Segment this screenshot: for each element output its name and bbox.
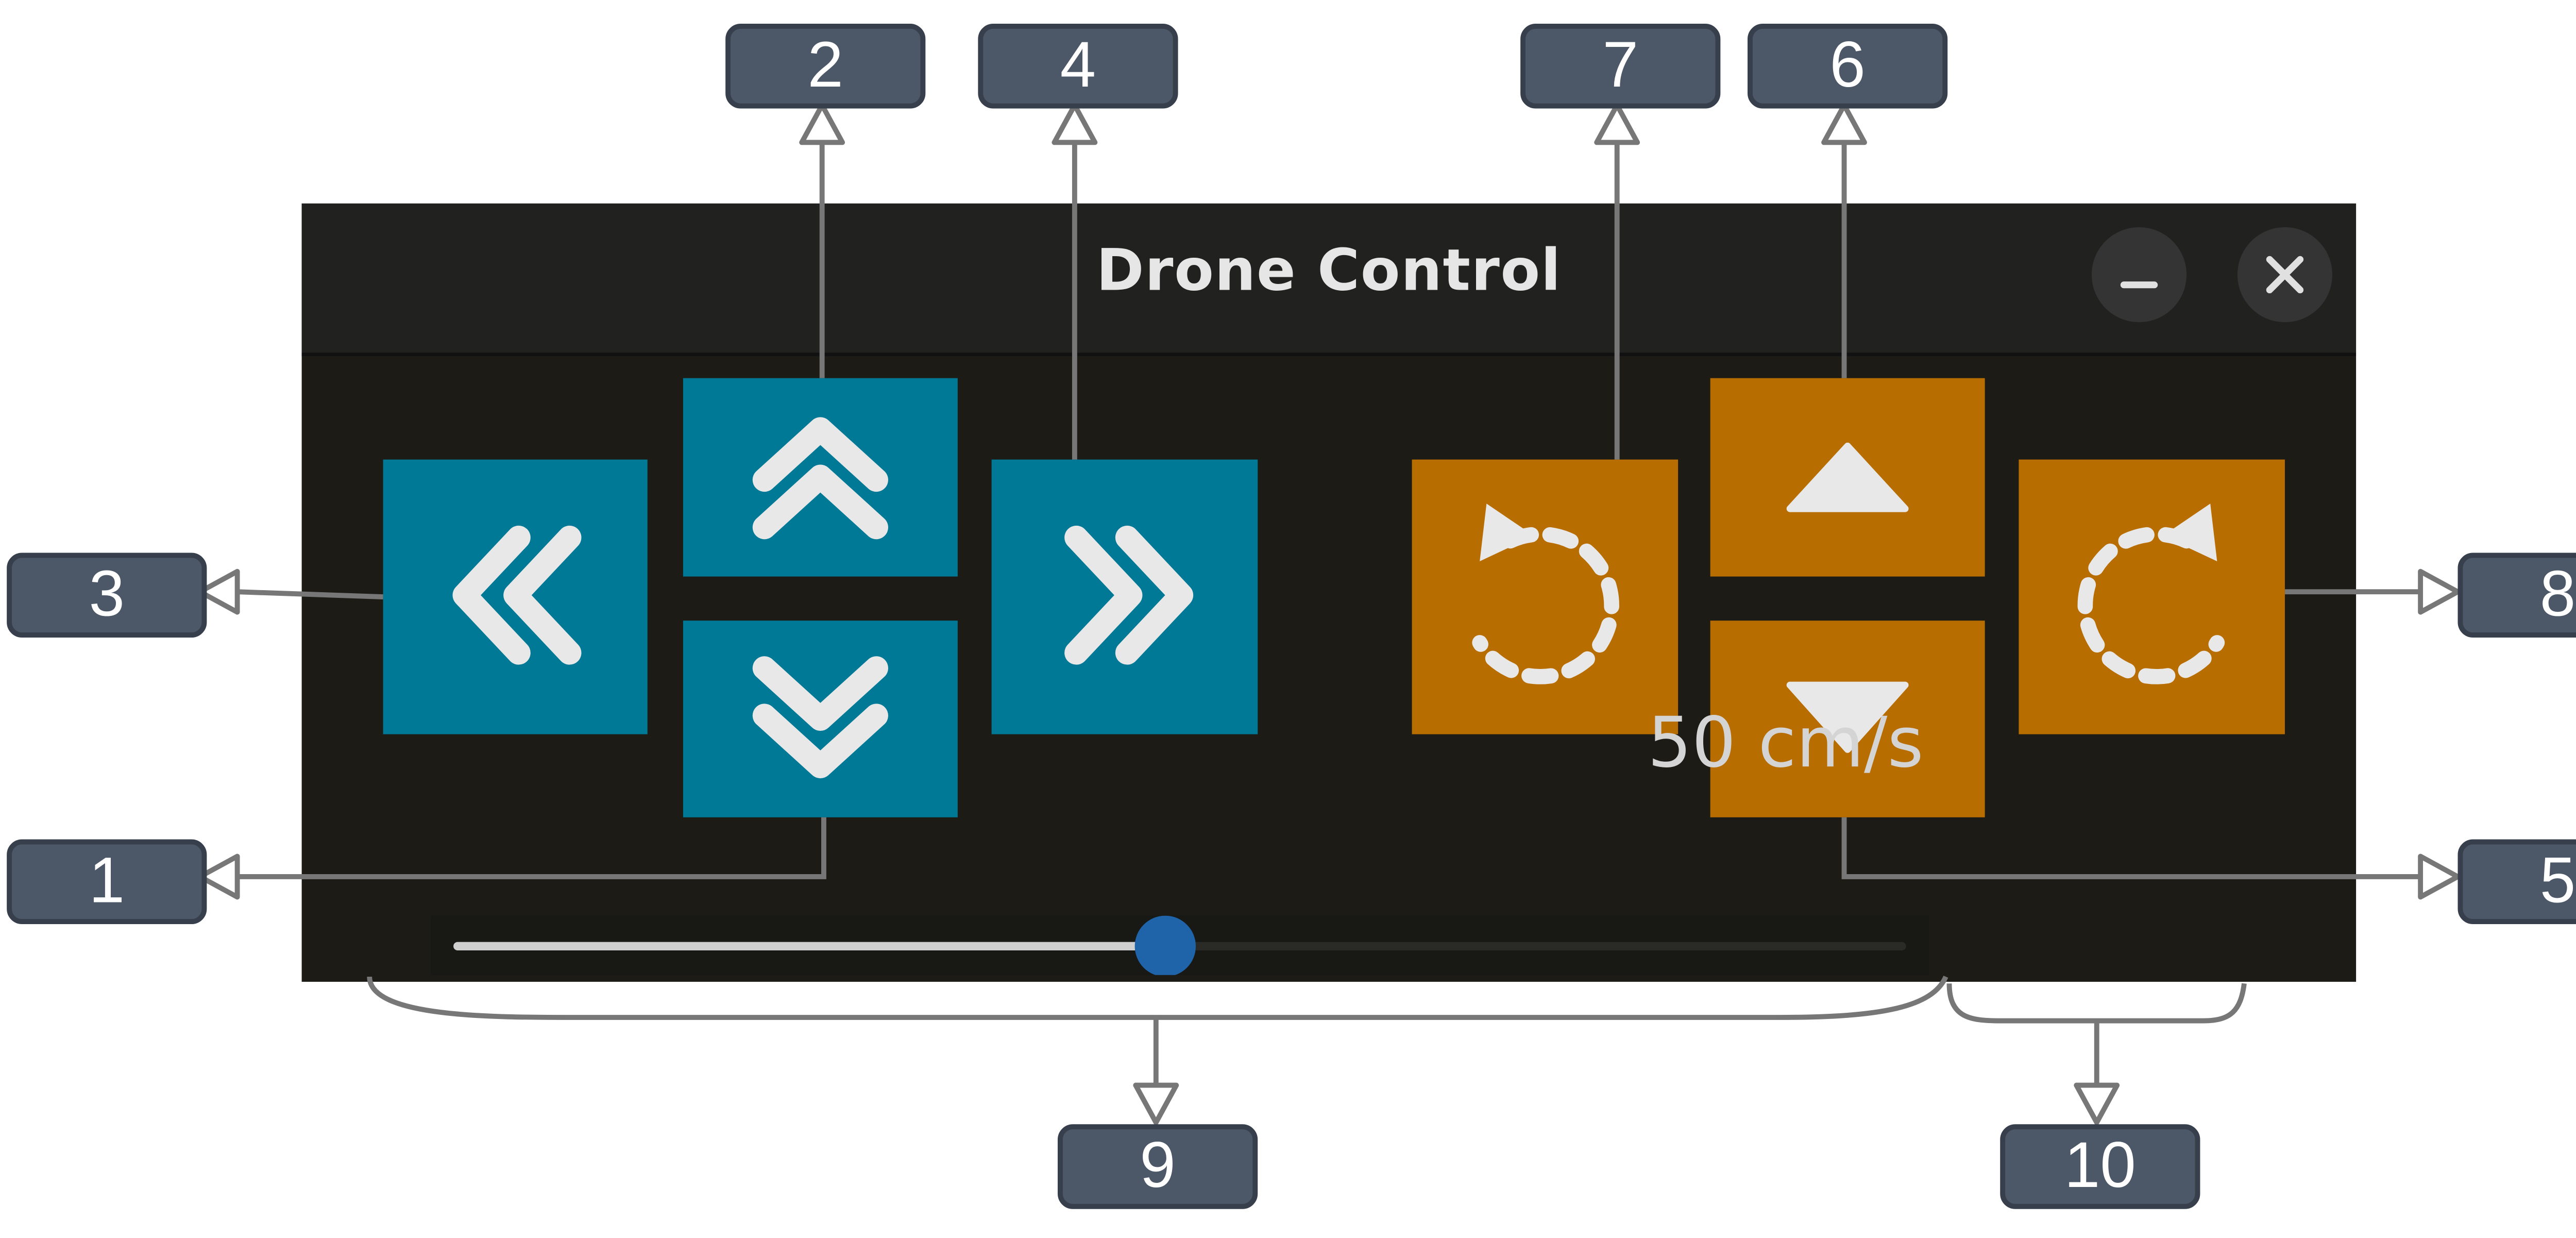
callout-badge-1: 1 xyxy=(7,840,207,925)
callout-badge-6: 6 xyxy=(1748,24,1947,109)
callout-badge-10: 10 xyxy=(2000,1124,2200,1209)
callout-badge-8: 8 xyxy=(2458,553,2576,638)
callout-badge-4: 4 xyxy=(978,24,1178,109)
callout-badge-9: 9 xyxy=(1058,1124,1258,1209)
callout-badge-2: 2 xyxy=(725,24,925,109)
callout-badge-3: 3 xyxy=(7,553,207,638)
callout-badge-7: 7 xyxy=(1520,24,1720,109)
callout-badge-5: 5 xyxy=(2458,840,2576,925)
